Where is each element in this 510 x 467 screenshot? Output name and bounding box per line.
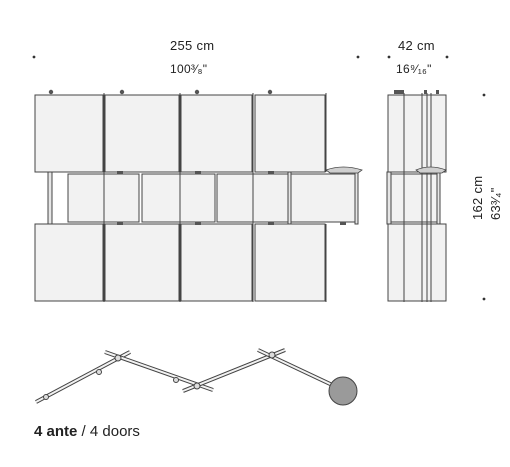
depth-cm-label: 42 cm bbox=[398, 38, 435, 53]
panel-top-2 bbox=[104, 94, 180, 173]
panel-bot-4 bbox=[254, 223, 326, 302]
plan-view bbox=[35, 348, 358, 406]
front-view bbox=[34, 94, 359, 302]
width-cm-label: 255 cm bbox=[170, 38, 215, 53]
panel-bot-3 bbox=[180, 223, 253, 302]
front-posts bbox=[47, 93, 359, 302]
front-hinges bbox=[117, 171, 346, 225]
front-finials bbox=[48, 89, 273, 95]
panel-bot-1 bbox=[34, 223, 104, 302]
side-view bbox=[386, 93, 447, 302]
panel-bot-2 bbox=[104, 223, 180, 302]
panel-mid-2 bbox=[141, 173, 216, 223]
panel-top-4 bbox=[254, 94, 326, 173]
caption-rest: 4 doors bbox=[89, 423, 140, 440]
caption-bold: 4 ante bbox=[34, 423, 78, 440]
caption-separator: / bbox=[77, 423, 90, 440]
depth-in-label: 16⁹⁄₁₆" bbox=[396, 62, 432, 76]
caption: 4 ante / 4 doors bbox=[34, 423, 140, 440]
dimension-markers bbox=[32, 55, 486, 301]
side-finials bbox=[394, 90, 439, 94]
width-in-label: 100³⁄₈" bbox=[170, 62, 208, 76]
panel-mid-4 bbox=[290, 173, 359, 223]
panel-top-1 bbox=[34, 94, 104, 173]
panel-top-3 bbox=[180, 94, 253, 173]
front-tray bbox=[325, 166, 363, 174]
